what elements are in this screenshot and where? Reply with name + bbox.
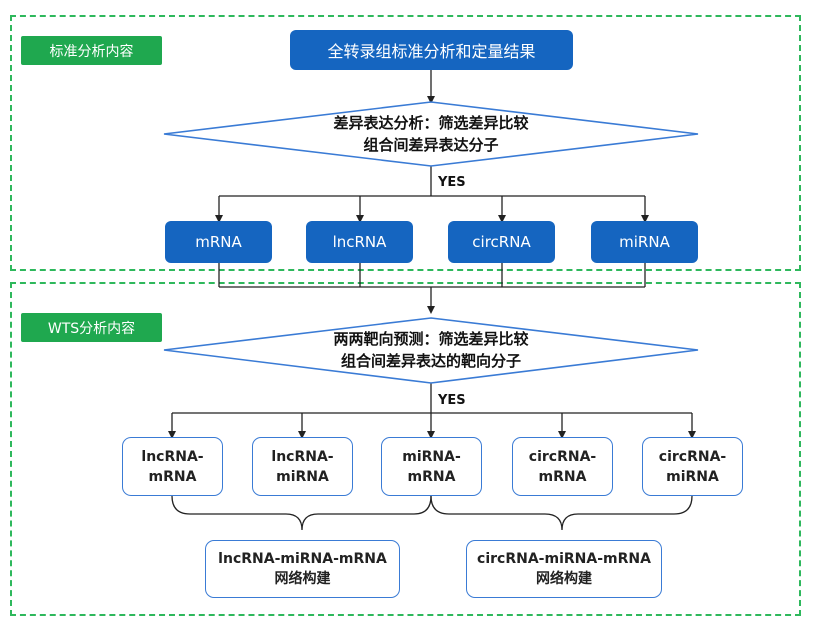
rna-box-mirna: miRNA (591, 221, 698, 263)
pair-line1: circRNA- (658, 448, 727, 465)
standard-analysis-section (10, 15, 801, 271)
wts-analysis-section (10, 282, 801, 616)
decision-1-text: 差异表达分析：筛选差异比较 组合间差异表达分子 (231, 112, 631, 156)
pair-line2: mRNA (148, 468, 197, 485)
decision-1-line2: 组合间差异表达分子 (363, 136, 499, 154)
standard-analysis-tag: 标准分析内容 (21, 36, 162, 65)
pair-line2: miRNA (276, 468, 329, 485)
rna-box-mrna: mRNA (165, 221, 272, 263)
decision-2-text: 两两靶向预测：筛选差异比较 组合间差异表达的靶向分子 (231, 328, 631, 372)
network-line2: 网络构建 (536, 571, 592, 587)
yes-label-1: YES (438, 175, 466, 190)
pair-box-circrna-mirna: circRNA-miRNA (642, 437, 743, 496)
network-line1: circRNA-miRNA-mRNA (477, 551, 651, 567)
network-line1: lncRNA-miRNA-mRNA (218, 551, 387, 567)
pair-line1: lncRNA- (141, 448, 204, 465)
pair-box-lncrna-mirna: lncRNA-miRNA (252, 437, 353, 496)
decision-1-line1: 差异表达分析：筛选差异比较 (333, 114, 529, 132)
rna-box-circrna: circRNA (448, 221, 555, 263)
pair-line2: miRNA (666, 468, 719, 485)
rna-box-lncrna: lncRNA (306, 221, 413, 263)
yes-label-2: YES (438, 393, 466, 408)
decision-2-line2: 组合间差异表达的靶向分子 (340, 352, 521, 370)
pair-line2: mRNA (538, 468, 587, 485)
pair-box-circrna-mrna: circRNA-mRNA (512, 437, 613, 496)
pair-line1: miRNA- (402, 448, 461, 465)
top-result-box: 全转录组标准分析和定量结果 (290, 30, 573, 70)
decision-2-line1: 两两靶向预测：筛选差异比较 (333, 330, 529, 348)
decision-diamond-2 (163, 317, 699, 384)
pair-line1: lncRNA- (271, 448, 334, 465)
pair-box-mirna-mrna: miRNA-mRNA (381, 437, 482, 496)
network-box-circrna: circRNA-miRNA-mRNA 网络构建 (466, 540, 662, 598)
network-line2: 网络构建 (274, 571, 331, 587)
decision-diamond-1 (163, 101, 699, 167)
wts-analysis-tag: WTS分析内容 (21, 313, 162, 342)
pair-line1: circRNA- (528, 448, 597, 465)
network-box-lncrna: lncRNA-miRNA-mRNA 网络构建 (205, 540, 400, 598)
pair-box-lncrna-mrna: lncRNA-mRNA (122, 437, 223, 496)
pair-line2: mRNA (407, 468, 456, 485)
